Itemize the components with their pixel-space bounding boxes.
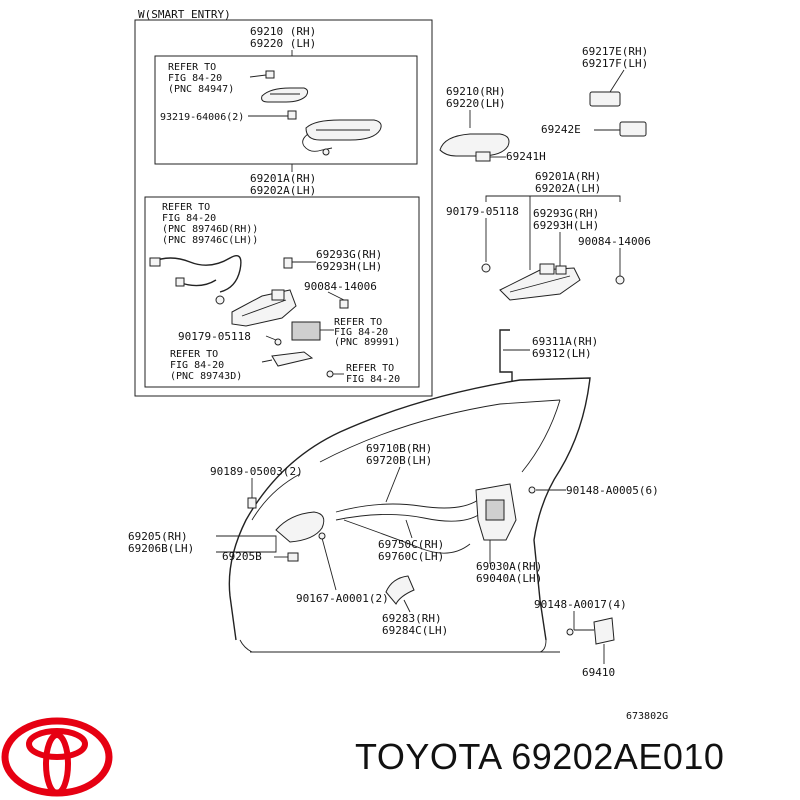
- inset-sub2-screw-b: 90179-05118: [178, 330, 251, 343]
- right-handle-rh: 69210(RH): [446, 85, 506, 98]
- inset-sub2-refer-d-0: REFER TO: [346, 363, 394, 374]
- inset-sub2-refer-c-2: (PNC 89743D): [170, 371, 242, 382]
- striker-screw-drawing: [566, 628, 574, 636]
- door-lock-rh: 69030A(RH): [476, 560, 542, 573]
- inset-sub2-refer-d-1: FIG 84-20: [346, 374, 400, 385]
- inset-subbox-frame: [144, 196, 420, 388]
- right-rod-lh: 69312(LH): [532, 347, 592, 360]
- screw-right-drawing: [528, 486, 536, 494]
- inner-handle-drawing: [275, 511, 325, 543]
- screw-bottom-drawing: [318, 532, 326, 540]
- inset-sub2-screw-a: 90084-14006: [304, 280, 377, 293]
- door-screw-right: 90148-A0005(6): [566, 484, 659, 497]
- inset-sub2-refer-b-0: REFER TO: [334, 317, 382, 328]
- cable-drawing: [335, 499, 481, 554]
- right-cap-lh: 69217F(LH): [582, 57, 648, 70]
- inset-sub2-refer-c-1: FIG 84-20: [170, 360, 224, 371]
- inner-bezel-drawing: [287, 552, 299, 562]
- inset-sub2-cover-rh: 69293G(RH): [316, 248, 382, 261]
- screw-b-drawing: [615, 275, 625, 285]
- door-inner-bezel: 69205B: [222, 550, 262, 563]
- inset-sub2-refer-0: REFER TO: [162, 202, 210, 213]
- screw-a-drawing: [481, 263, 491, 273]
- bezel-drawing: [385, 575, 415, 605]
- inset-sub2-refer-1: FIG 84-20: [162, 213, 216, 224]
- inset-mid-part-lh: 69202A(LH): [250, 184, 316, 197]
- rod-drawing: [499, 329, 513, 382]
- right-cap-rh: 69217E(RH): [582, 45, 648, 58]
- door-screw-bottom: 90167-A0001(2): [296, 592, 389, 605]
- key-cap-drawing: [589, 91, 621, 107]
- inset-sub1-refer-1: FIG 84-20: [168, 73, 222, 84]
- striker-drawing: [593, 617, 615, 645]
- pad-drawing: [619, 121, 647, 137]
- inset-sub2-refer-b-2: (PNC 89991): [334, 337, 400, 348]
- door-lock-lh: 69040A(LH): [476, 572, 542, 585]
- door-striker-screw: 90148-A0017(4): [534, 598, 627, 611]
- outer-frame-drawing: [499, 263, 581, 301]
- toyota-logo-icon: [1, 717, 113, 797]
- inset-sub2-cover-lh: 69293H(LH): [316, 260, 382, 273]
- door-striker: 69410: [582, 666, 615, 679]
- right-pad: 69242E: [541, 123, 581, 136]
- right-screw-b: 90084-14006: [578, 235, 651, 248]
- door-inner-handle-rh: 69205(RH): [128, 530, 188, 543]
- inset-sub2-refer-3: (PNC 89746C(LH)): [162, 235, 258, 246]
- right-handle-lh: 69220(LH): [446, 97, 506, 110]
- inset-mid-part-rh: 69201A(RH): [250, 172, 316, 185]
- door-cable-bottom-lh: 69760C(LH): [378, 550, 444, 563]
- door-cable-top-lh: 69720B(LH): [366, 454, 432, 467]
- right-screw-a: 90179-05118: [446, 205, 519, 218]
- inset-subbox-handle: [154, 55, 418, 165]
- door-outline-drawing: [228, 377, 591, 653]
- inset-title: W(SMART ENTRY): [138, 8, 231, 21]
- inset-sub1-screw: 93219-64006(2): [160, 112, 244, 123]
- lock-drawing: [475, 483, 517, 564]
- outer-handle-drawing: [439, 133, 510, 157]
- inset-top-part-rh: 69210 (RH): [250, 25, 316, 38]
- door-cable-bottom-rh: 69750C(RH): [378, 538, 444, 551]
- right-cover-lh: 69293H(LH): [533, 219, 599, 232]
- footer-brand-text: TOYOTA 69202AE010: [355, 736, 725, 777]
- right-cover-rh: 69293G(RH): [533, 207, 599, 220]
- inset-sub2-refer-c-0: REFER TO: [170, 349, 218, 360]
- right-rod-rh: 69311A(RH): [532, 335, 598, 348]
- door-bezel-rh: 69283(RH): [382, 612, 442, 625]
- door-bezel-lh: 69284C(LH): [382, 624, 448, 637]
- drawing-code: 673802G: [626, 711, 668, 722]
- door-cable-top-rh: 69710B(RH): [366, 442, 432, 455]
- inset-frame-drawing: [149, 255, 349, 378]
- right-frame-lh: 69202A(LH): [535, 182, 601, 195]
- inset-sub1-refer-2: (PNC 84947): [168, 84, 234, 95]
- door-screw-top: 90189-05003(2): [210, 465, 303, 478]
- right-gasket: 69241H: [506, 150, 546, 163]
- door-inner-handle-lh: 69206B(LH): [128, 542, 194, 555]
- gasket-drawing: [475, 151, 491, 162]
- inset-sub2-refer-b-1: FIG 84-20: [334, 327, 388, 338]
- inset-frame: [134, 19, 433, 397]
- screw-top-drawing: [247, 497, 257, 509]
- inset-top-part-lh: 69220 (LH): [250, 37, 316, 50]
- inset-sub1-refer-0: REFER TO: [168, 62, 216, 73]
- inset-sub2-refer-2: (PNC 89746D(RH)): [162, 224, 258, 235]
- right-frame-rh: 69201A(RH): [535, 170, 601, 183]
- inset-handle-drawing: [248, 70, 382, 156]
